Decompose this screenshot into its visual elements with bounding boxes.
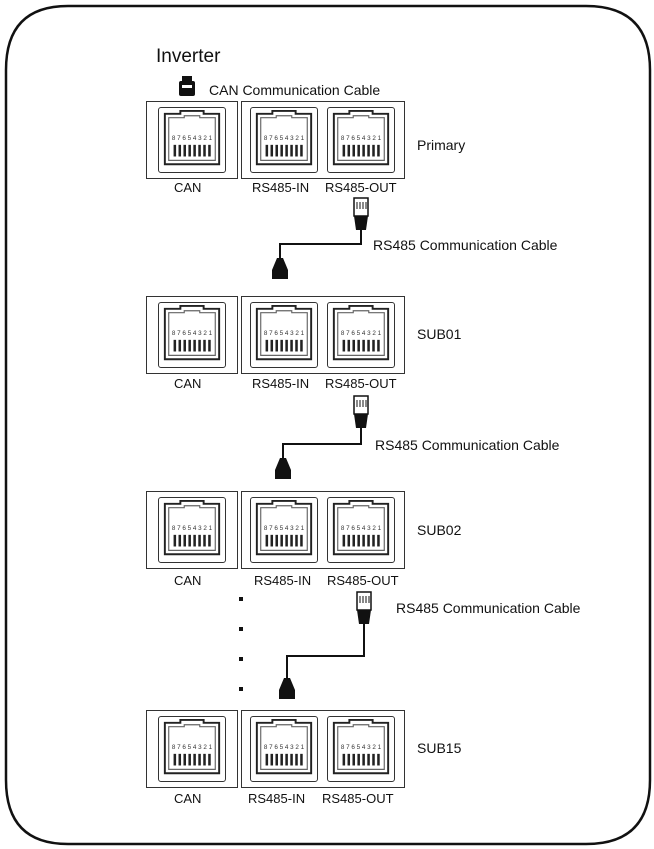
rj45-jack-icon: 8 7 6 5 4 3 2 1: [163, 499, 221, 556]
pin-number-labels: 8 7 6 5 4 3 2 1: [172, 135, 213, 142]
pin-number-labels: 8 7 6 5 4 3 2 1: [341, 744, 382, 751]
inverter-title: Inverter: [156, 46, 221, 67]
rs485-out-port: 8 7 6 5 4 3 2 1: [327, 497, 395, 563]
rj45-jack-icon: 8 7 6 5 4 3 2 1: [163, 304, 221, 361]
can-port-label: CAN: [174, 180, 202, 195]
rj45-jack-icon: 8 7 6 5 4 3 2 1: [332, 109, 390, 166]
rs485-out-port: 8 7 6 5 4 3 2 1: [327, 107, 395, 173]
unit-label-sub15: SUB15: [417, 740, 462, 756]
unit-label-sub02: SUB02: [417, 522, 462, 538]
pin-number-labels: 8 7 6 5 4 3 2 1: [264, 330, 305, 337]
rs485-out-port-label: RS485-OUT: [322, 791, 394, 806]
ellipsis-dot: [239, 687, 243, 691]
ellipsis-dot: [239, 657, 243, 661]
pin-number-labels: 8 7 6 5 4 3 2 1: [341, 525, 382, 532]
rs485-cable-label-2: RS485 Communication Cable: [375, 437, 560, 453]
unit-label-sub01: SUB01: [417, 326, 462, 342]
rs485-cable-link-1: [272, 197, 369, 279]
rj45-jack-icon: 8 7 6 5 4 3 2 1: [255, 718, 313, 775]
can-port: 8 7 6 5 4 3 2 1: [158, 302, 226, 368]
rj45-jack-icon: 8 7 6 5 4 3 2 1: [255, 304, 313, 361]
rs485-cable-label-1: RS485 Communication Cable: [373, 237, 558, 253]
rs485-cable-link-3: [279, 591, 372, 699]
can-cable-label: CAN Communication Cable: [209, 82, 381, 98]
can-port-label: CAN: [174, 573, 202, 588]
pin-number-labels: 8 7 6 5 4 3 2 1: [264, 744, 305, 751]
rj45-jack-icon: 8 7 6 5 4 3 2 1: [255, 109, 313, 166]
rj45-jack-icon: 8 7 6 5 4 3 2 1: [332, 304, 390, 361]
pin-number-labels: 8 7 6 5 4 3 2 1: [341, 330, 382, 337]
rs485-in-port: 8 7 6 5 4 3 2 1: [250, 497, 318, 563]
rs485-out-port-label: RS485-OUT: [327, 573, 399, 588]
unit-label-primary: Primary: [417, 137, 466, 153]
ellipsis-dot: [239, 597, 243, 601]
pin-number-labels: 8 7 6 5 4 3 2 1: [172, 525, 213, 532]
rs485-cable-label-3: RS485 Communication Cable: [396, 600, 581, 616]
rs485-in-port-label: RS485-IN: [252, 180, 310, 195]
rj45-jack-icon: 8 7 6 5 4 3 2 1: [332, 718, 390, 775]
pin-number-labels: 8 7 6 5 4 3 2 1: [172, 330, 213, 337]
rs485-out-port: 8 7 6 5 4 3 2 1: [327, 302, 395, 368]
can-cable-connector: [179, 76, 195, 96]
rj45-jack-icon: 8 7 6 5 4 3 2 1: [163, 109, 221, 166]
rs485-out-port: 8 7 6 5 4 3 2 1: [327, 716, 395, 782]
can-port-label: CAN: [174, 376, 202, 391]
rs485-out-port-label: RS485-OUT: [325, 376, 397, 391]
rs485-out-port-label: RS485-OUT: [325, 180, 397, 195]
rj45-jack-icon: 8 7 6 5 4 3 2 1: [255, 499, 313, 556]
pin-number-labels: 8 7 6 5 4 3 2 1: [264, 525, 305, 532]
can-port: 8 7 6 5 4 3 2 1: [158, 107, 226, 173]
rj45-jack-icon: 8 7 6 5 4 3 2 1: [163, 718, 221, 775]
rs485-in-port: 8 7 6 5 4 3 2 1: [250, 302, 318, 368]
pin-number-labels: 8 7 6 5 4 3 2 1: [264, 135, 305, 142]
rs485-in-port-label: RS485-IN: [252, 376, 310, 391]
rs485-in-port-label: RS485-IN: [254, 573, 312, 588]
can-port-label: CAN: [174, 791, 202, 806]
rs485-in-port: 8 7 6 5 4 3 2 1: [250, 716, 318, 782]
rj45-jack-icon: 8 7 6 5 4 3 2 1: [332, 499, 390, 556]
rs485-in-port: 8 7 6 5 4 3 2 1: [250, 107, 318, 173]
ellipsis-dot: [239, 627, 243, 631]
pin-number-labels: 8 7 6 5 4 3 2 1: [341, 135, 382, 142]
rs485-in-port-label: RS485-IN: [248, 791, 306, 806]
can-port: 8 7 6 5 4 3 2 1: [158, 716, 226, 782]
rs485-cable-link-2: [275, 395, 369, 479]
can-port: 8 7 6 5 4 3 2 1: [158, 497, 226, 563]
pin-number-labels: 8 7 6 5 4 3 2 1: [172, 744, 213, 751]
